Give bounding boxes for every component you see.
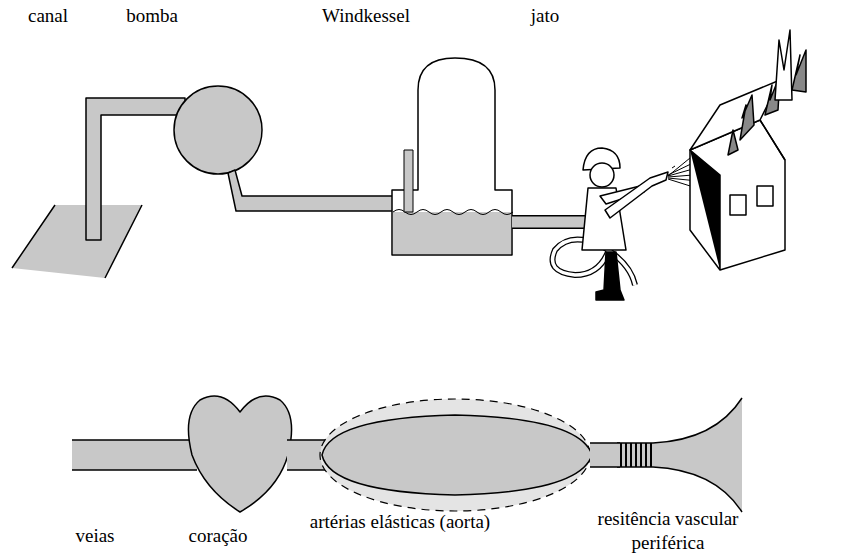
heart — [188, 396, 291, 512]
firefighter — [582, 148, 668, 300]
part-label: jato — [505, 4, 585, 28]
resistance — [617, 443, 653, 467]
intake-pipe — [86, 98, 185, 240]
windkessel-chamber — [392, 58, 512, 255]
burning-house — [690, 30, 806, 270]
pump — [174, 86, 262, 174]
pump-pipe — [228, 170, 395, 211]
part-label: canal — [3, 4, 93, 28]
part-label: resitência vascular periférica — [573, 507, 763, 555]
part-label: bomba — [107, 4, 197, 28]
artery — [322, 415, 592, 495]
part-label: veias — [50, 524, 140, 548]
part-label: coração — [163, 524, 273, 548]
part-label: Windkessel — [296, 4, 436, 28]
canal-water — [12, 205, 142, 278]
part-label: artérias elásticas (aorta) — [305, 510, 495, 534]
